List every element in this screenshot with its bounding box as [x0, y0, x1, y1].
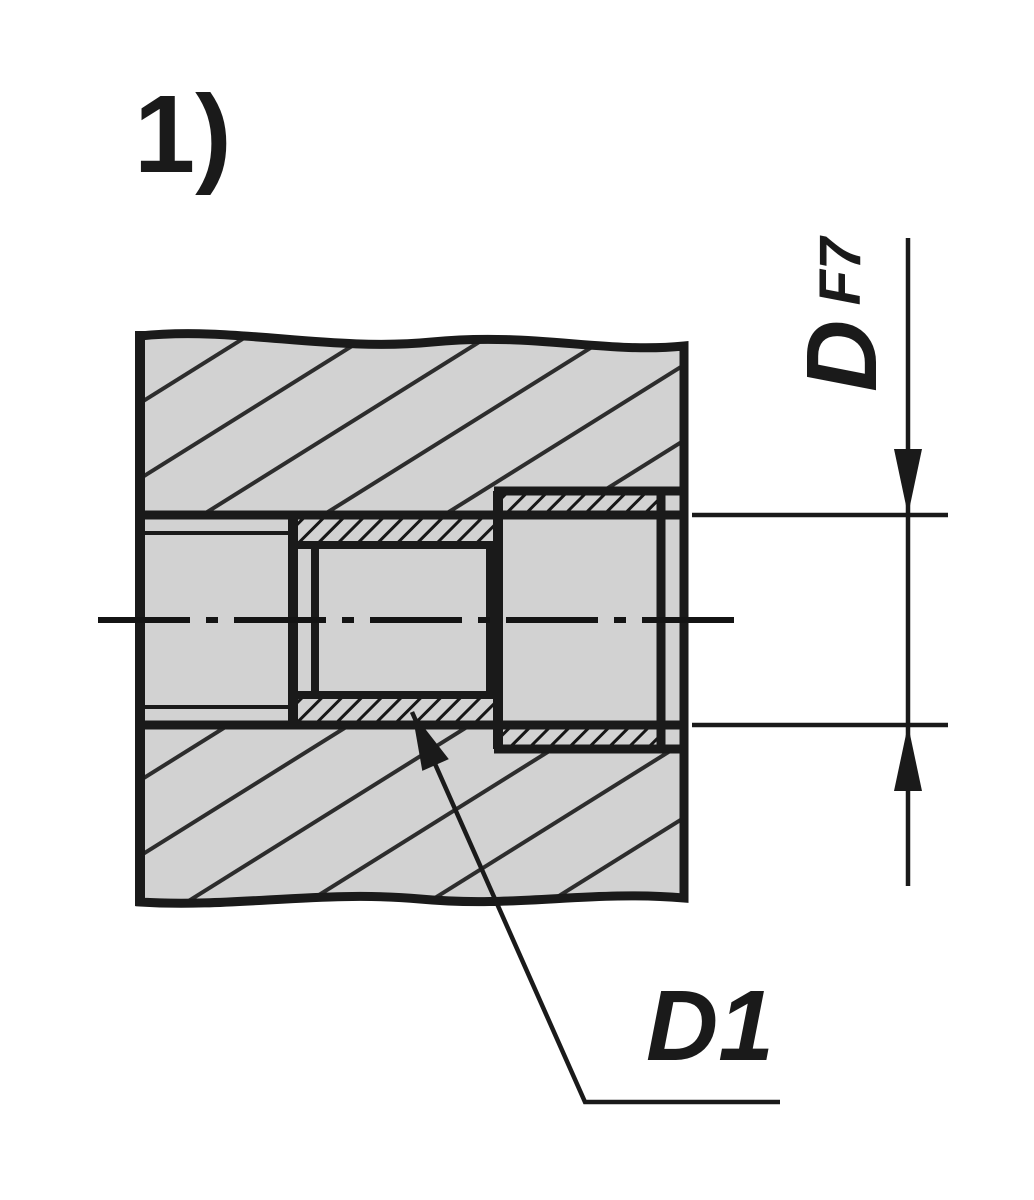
- diameter-dimension: D F7: [692, 235, 948, 886]
- leader-arrow: [412, 712, 449, 771]
- bore-leader: D1: [409, 711, 780, 1105]
- dimension-tolerance-superscript: F7: [808, 235, 873, 305]
- bore-diameter-label: D1: [646, 970, 774, 1082]
- bushing-cross-section: [140, 486, 684, 754]
- leader-line: [409, 711, 780, 1105]
- dimension-letter: D: [786, 320, 898, 392]
- dimension-arrow-lower: [894, 725, 922, 791]
- diameter-dimension-label: D F7: [786, 235, 898, 392]
- figure-number-label: 1): [134, 73, 232, 196]
- housing-hatch: [140, 333, 684, 904]
- dimension-arrow-upper: [894, 449, 922, 515]
